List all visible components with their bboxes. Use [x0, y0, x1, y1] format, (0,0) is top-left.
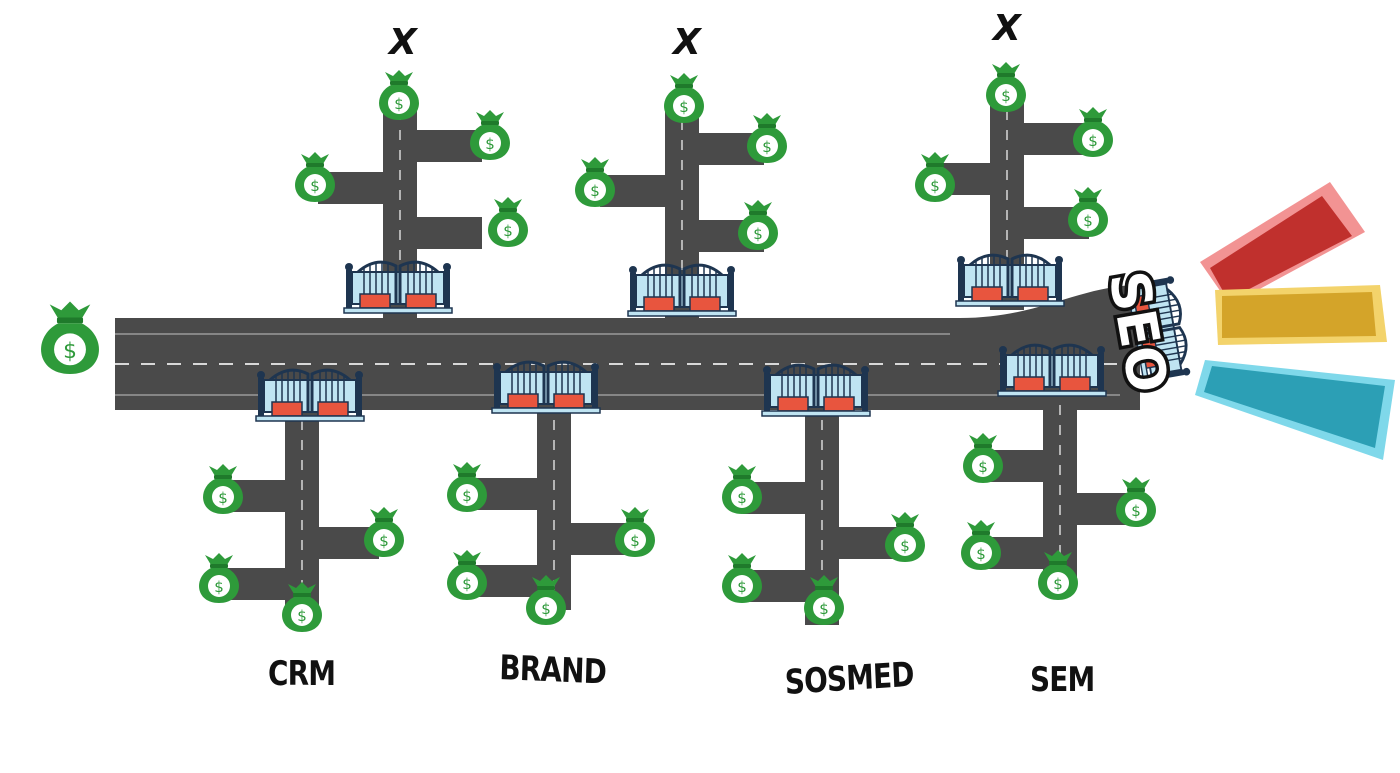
- label-sosmed: SOSMED: [784, 654, 915, 703]
- money-bag-icon: [664, 73, 704, 123]
- money-bag-icon: [1116, 477, 1156, 527]
- money-bag-icon: [747, 113, 787, 163]
- money-bag-icon: [738, 200, 778, 250]
- label-brand: BRAND: [498, 648, 607, 693]
- money-bag-icon: [986, 62, 1026, 112]
- money-bag-icon: [1068, 187, 1108, 237]
- blocked-mark: X: [993, 8, 1021, 49]
- money-bag-icon: [722, 553, 762, 603]
- money-bag-icon: [295, 152, 335, 202]
- money-bag-icon: [915, 152, 955, 202]
- blocked-mark: X: [673, 22, 701, 63]
- money-bag-icon: [615, 507, 655, 557]
- money-bag-icon: [1073, 107, 1113, 157]
- money-bag-icon: [364, 507, 404, 557]
- main-road: [115, 285, 1140, 410]
- money-bag-icon: [722, 464, 762, 514]
- branch-lower-brand: [475, 410, 633, 610]
- blocked-mark: X: [389, 22, 417, 63]
- money-bag-icon: [379, 70, 419, 120]
- seo-label: SEO: [1097, 266, 1180, 397]
- money-bag-icon: [470, 110, 510, 160]
- money-bag-icon: [963, 433, 1003, 483]
- seo-lanes: [1195, 182, 1395, 460]
- label-sem: SEM: [1030, 660, 1095, 700]
- money-bag-icon: [41, 301, 99, 374]
- label-crm: CRM: [268, 654, 336, 694]
- money-bag-icon: [961, 520, 1001, 570]
- money-bag-icon: [199, 553, 239, 603]
- money-bag-icon: [575, 157, 615, 207]
- money-bag-icon: [488, 197, 528, 247]
- money-bag-icon: [203, 464, 243, 514]
- money-bag-icon: [447, 550, 487, 600]
- money-bag-icon: [885, 512, 925, 562]
- money-bag-icon: [447, 462, 487, 512]
